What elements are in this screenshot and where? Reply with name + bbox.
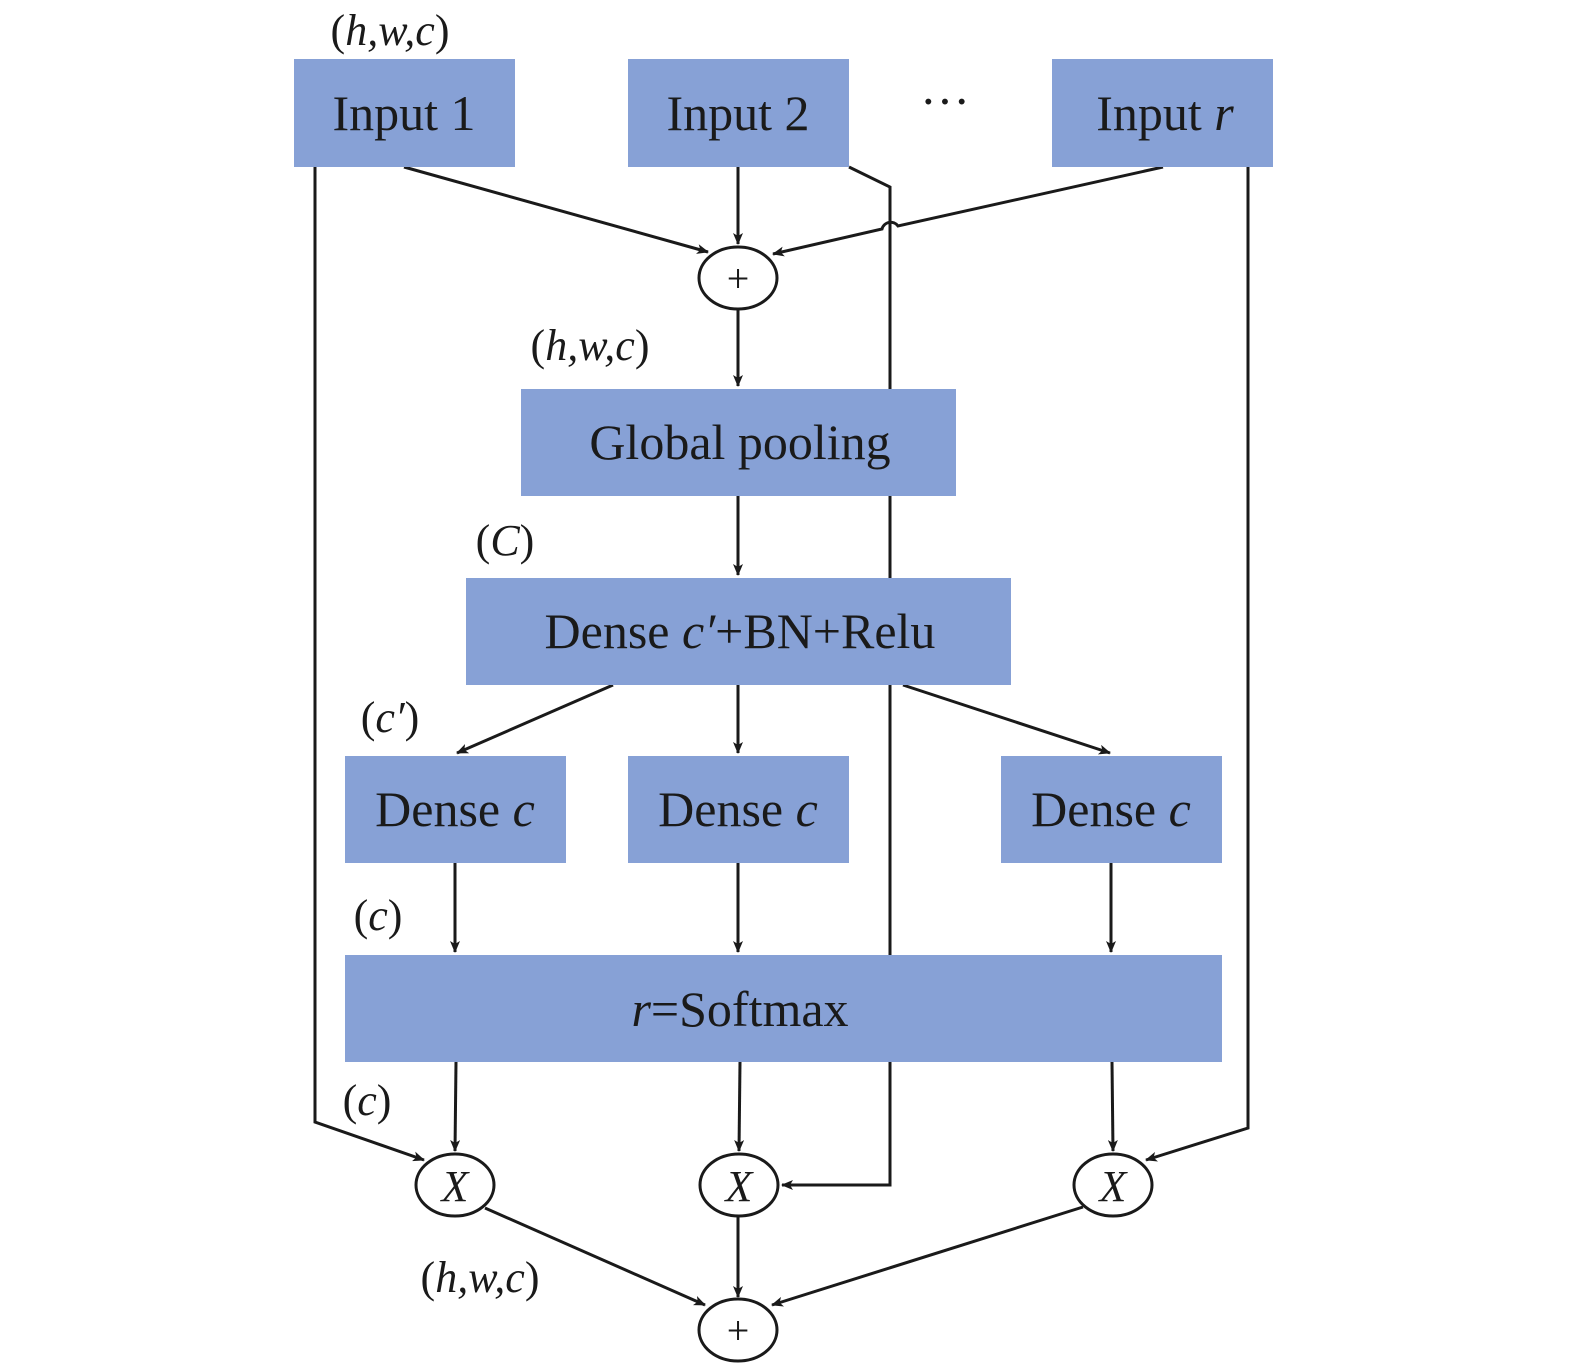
plus-icon: + (727, 1308, 750, 1353)
dense-bn-relu-box: Dense c′+BN+Relu (466, 578, 1011, 685)
sum-node-top: + (697, 245, 779, 311)
global-pooling-label: Global pooling (589, 414, 890, 470)
multiply-icon: X (1098, 1162, 1129, 1211)
arrow-input2-bypass (781, 165, 892, 1190)
shape-label-sum: (h,w,c) (531, 321, 650, 370)
dense-c-box-3: Dense c (1001, 756, 1222, 863)
arrow-inputr-to-sum (772, 165, 1164, 257)
shape-label-input: (h,w,c) (331, 6, 450, 55)
arrow-inputr-bypass (1145, 167, 1250, 1162)
arrow-mul1-to-sum (484, 1206, 706, 1307)
dense-c-box-1: Dense c (345, 756, 566, 863)
shape-label-softmax: (c) (343, 1076, 392, 1125)
arrow-input1-bypass (313, 167, 425, 1162)
arrow-dense-to-dense-c-3 (902, 683, 1111, 755)
input-label-r: Input r (1096, 85, 1234, 141)
shape-label-dense-c: (c) (354, 891, 403, 940)
plus-icon: + (727, 256, 750, 301)
softmax-box: r=Softmax (345, 955, 1222, 1062)
arrow-dense-to-dense-c-1 (456, 683, 614, 755)
arrow-softmax-to-mul-3 (1107, 1061, 1118, 1152)
shape-label-output: (h,w,c) (421, 1253, 540, 1302)
dense-c-label-3: Dense c (1031, 781, 1191, 837)
input-box-2: Input 2 (628, 59, 849, 167)
shape-label-dense: (c′) (361, 693, 419, 742)
multiply-node-3: X (1072, 1152, 1154, 1218)
input-box-r: Input r (1052, 59, 1273, 167)
arrow-softmax-to-mul-2 (734, 1061, 745, 1152)
dense-c-label-2: Dense c (658, 781, 818, 837)
connectors (313, 165, 1250, 1307)
input-label-1: Input 1 (332, 85, 475, 141)
softmax-label: r=Softmax (631, 981, 848, 1037)
dense-c-label-1: Dense c (375, 781, 535, 837)
dense-c-box-2: Dense c (628, 756, 849, 863)
multiply-node-2: X (698, 1152, 780, 1218)
sum-node-bottom: + (697, 1297, 779, 1363)
shape-label-pooled: (C) (476, 516, 535, 565)
arrow-softmax-to-mul-1 (450, 1061, 461, 1152)
multiply-icon: X (440, 1162, 471, 1211)
arrow-mul3-to-sum (771, 1205, 1084, 1307)
arrow-input1-to-sum (403, 165, 709, 254)
ellipsis: ··· (920, 73, 970, 129)
multiply-node-1: X (414, 1152, 496, 1218)
input-box-1: Input 1 (294, 59, 515, 167)
multiply-icon: X (724, 1162, 755, 1211)
dense-bn-relu-label: Dense c′+BN+Relu (545, 603, 936, 659)
input-label-2: Input 2 (666, 85, 809, 141)
global-pooling-box: Global pooling (521, 389, 956, 496)
